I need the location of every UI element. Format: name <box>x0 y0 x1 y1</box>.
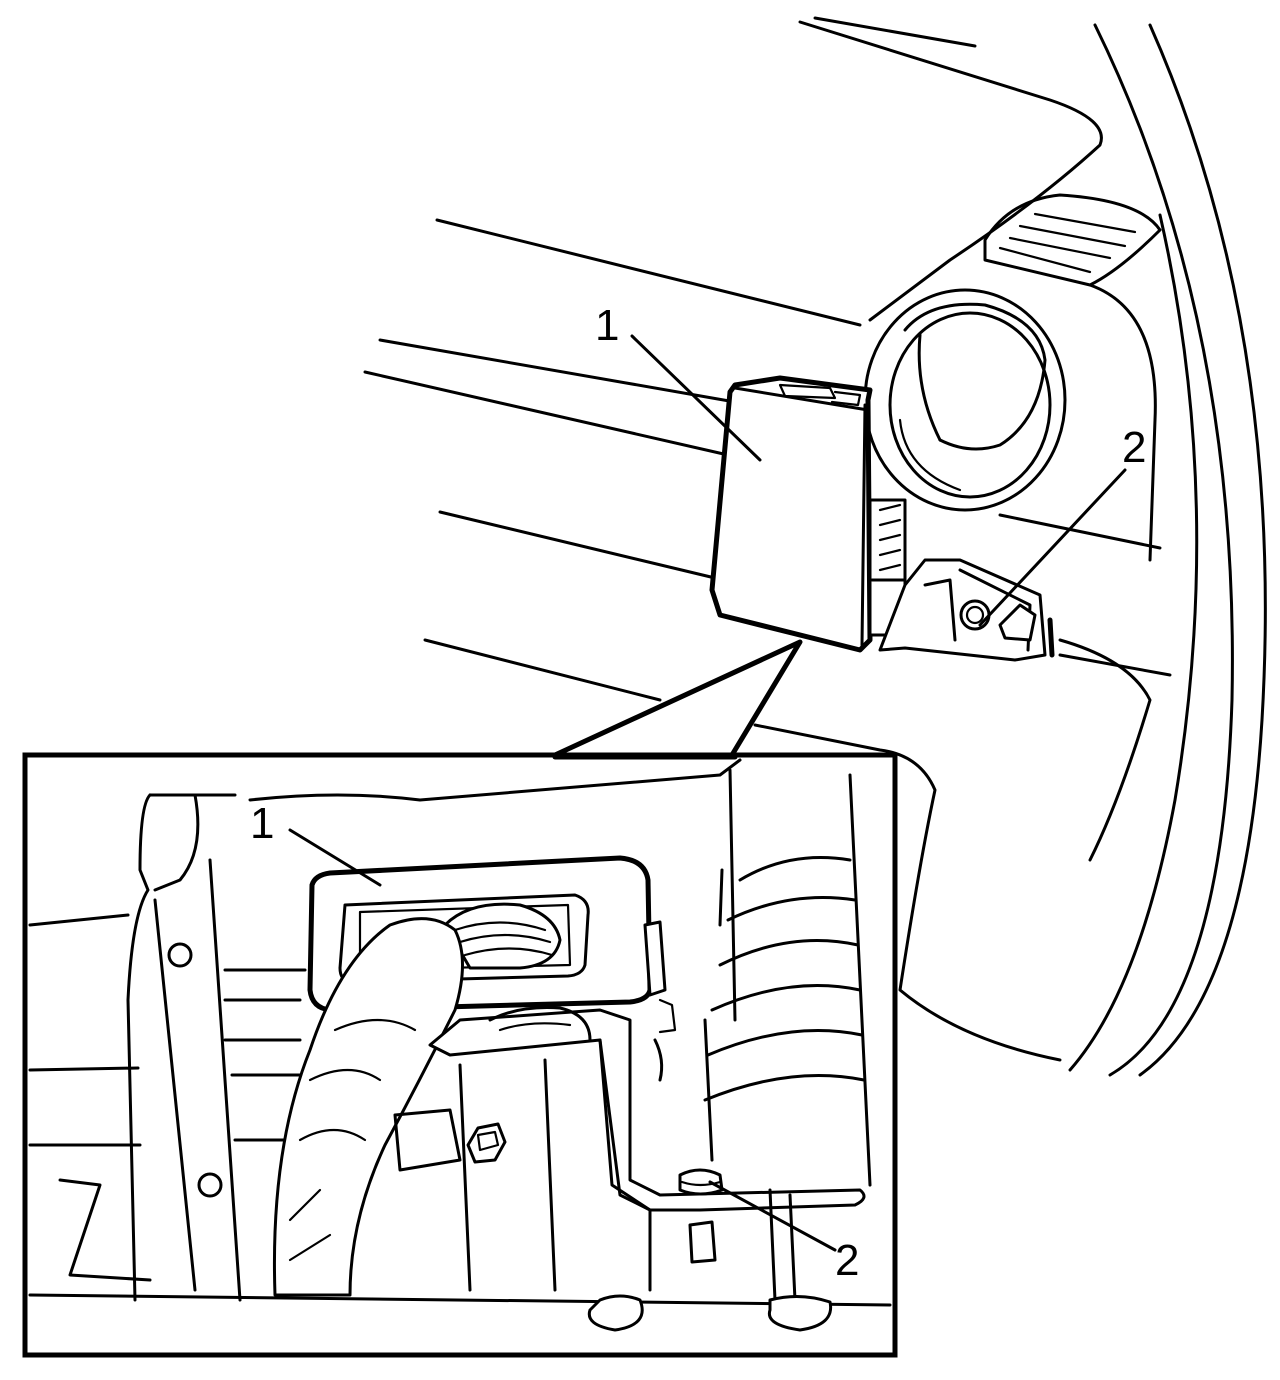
main-module-leader <box>630 334 762 462</box>
inset-mounting-bracket <box>393 1006 866 1302</box>
dash-top-edge <box>798 20 1103 322</box>
inset-air-duct <box>703 768 872 1187</box>
control-module <box>709 375 907 653</box>
inset-module-callout: 1 <box>250 799 274 848</box>
pillar-hole-lower <box>197 1172 223 1198</box>
inset-bracket-foot-left <box>587 1294 644 1332</box>
side-panel-edge-lower <box>1058 638 1152 862</box>
side-panel-edge <box>1088 283 1157 562</box>
door-seal-curve <box>1068 213 1199 1072</box>
inset-bracket-foot-right <box>767 1295 833 1332</box>
a-pillar-inner <box>1138 23 1267 1077</box>
detail-inset: 1 2 <box>22 639 898 1358</box>
inset-fastener-callout: 2 <box>835 1236 859 1285</box>
main-module-callout: 1 <box>595 301 619 350</box>
dash-trim-line-7 <box>1058 653 1172 677</box>
inset-hex-bolt <box>466 1122 507 1164</box>
defroster-vent <box>983 193 1162 287</box>
pillar-hole-upper <box>167 942 193 968</box>
dash-trim-line-4 <box>438 510 717 580</box>
main-fastener-callout: 2 <box>1122 423 1146 472</box>
round-air-vent <box>863 288 1067 512</box>
dash-lower-edge <box>753 723 1062 1062</box>
instrument-panel-view: 1 2 <box>363 16 1267 1077</box>
inset-fastener-leader <box>708 1180 837 1252</box>
dash-trim-line-2 <box>378 338 737 404</box>
inset-pointer <box>552 639 803 758</box>
dash-trim-line-1 <box>435 218 862 327</box>
inset-module-clip <box>643 920 667 997</box>
inset-module-leader <box>288 828 382 887</box>
inset-left-pillar <box>126 793 242 1302</box>
dash-trim-line-6 <box>998 513 1162 550</box>
module-top-tab <box>778 383 837 400</box>
inset-fastener <box>678 1168 724 1264</box>
inset-wiring-harness <box>272 902 562 1297</box>
dash-trim-line-3 <box>363 370 730 457</box>
dash-top-ridge <box>813 16 977 48</box>
a-pillar-outer <box>1093 23 1234 1077</box>
dash-trim-line-5 <box>423 638 662 702</box>
main-fastener-leader <box>978 468 1127 627</box>
